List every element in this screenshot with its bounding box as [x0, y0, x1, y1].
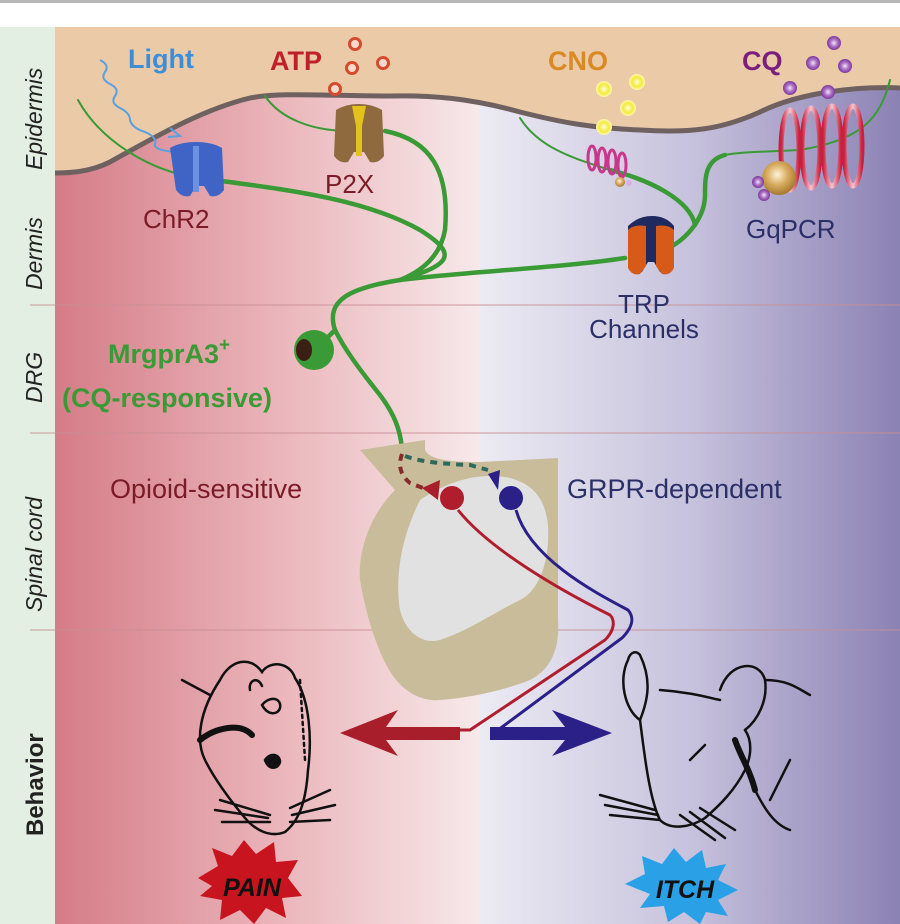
p2x-channel-icon: [334, 104, 384, 163]
nerve-terminal: [264, 95, 346, 132]
dreadd-receptor-icon: [586, 144, 628, 179]
row-label-behavior: Behavior: [22, 733, 49, 836]
pain-mouse-icon: [180, 660, 337, 836]
pain-arrow-icon: [340, 710, 460, 756]
pathway-opioid-sensitive-label: Opioid-sensitive: [110, 474, 302, 504]
stimulus-light-label: Light: [128, 44, 194, 74]
nerve-fiber: [382, 128, 448, 283]
g-protein-subunits-icon: [752, 176, 770, 201]
chr2-channel-icon: [170, 142, 224, 197]
cq-molecules-icon: [783, 36, 852, 99]
itch-projection-neuron: [499, 486, 523, 510]
light-arrowhead-icon: [167, 127, 183, 138]
central-axon: [332, 327, 405, 451]
pain-burst-icon: [198, 840, 302, 924]
nerve-fiber: [330, 255, 628, 333]
receptor-trp-label: TRP: [618, 289, 670, 319]
pain-projection-neuron: [440, 486, 464, 510]
nerve-fiber: [662, 152, 728, 253]
spinal-cord-inner-region: [398, 476, 549, 641]
mrgpra3-neuron: [77, 79, 891, 451]
row-label-spinal-cord: Spinal cord: [21, 496, 47, 612]
nerve-fiber: [607, 167, 698, 228]
drg-neuron-name: MrgprA3: [108, 339, 219, 369]
top-border: [0, 0, 900, 3]
drg-nucleus: [296, 339, 312, 361]
itch-mouse-icon: [598, 651, 812, 842]
receptor-chr2-label: ChR2: [143, 204, 209, 234]
outcome-itch-label: ITCH: [656, 876, 715, 904]
receptor-p2x-label: P2X: [325, 169, 374, 199]
g-protein-small-icon: [615, 177, 625, 187]
row-label-column: [0, 27, 55, 924]
drg-neuron-subtitle: (CQ-responsive): [62, 383, 272, 413]
trp-channel-icon: [628, 216, 674, 275]
synapse-itch-icon: [488, 470, 500, 490]
gqpcr-receptor-icon: [778, 103, 865, 193]
nerve-fiber: [197, 175, 447, 283]
pathway-grpr-dependent-label: GRPR-dependent: [567, 474, 782, 504]
afferent-terminal-itch: [404, 454, 489, 472]
outcome-pain-label: PAIN: [223, 874, 282, 902]
light-wave-icon: [99, 59, 176, 153]
drg-neuron-label: MrgprA3+: [108, 335, 230, 369]
itch-burst-icon: [625, 848, 738, 924]
itch-arrow-icon: [490, 710, 612, 756]
synapse-pain-icon: [422, 480, 440, 500]
receptor-gqpcr-label: GqPCR: [746, 214, 836, 244]
stimulus-cno-label: CNO: [548, 46, 608, 76]
g-protein-icon: [762, 161, 796, 195]
row-label-epidermis: Epidermis: [21, 67, 47, 170]
cno-molecules-icon: [596, 74, 645, 135]
row-label-dermis: Dermis: [21, 217, 47, 290]
receptor-channels-label: Channels: [589, 314, 699, 344]
skin-boundary-line: [55, 85, 900, 176]
afferent-terminal-pain: [398, 453, 429, 492]
pain-pathway-line: [360, 509, 615, 732]
drg-neuron-superscript: +: [219, 335, 230, 356]
row-label-drg: DRG: [21, 352, 47, 403]
atp-molecules-icon: [328, 37, 390, 96]
g-protein-subunit-icon: [626, 180, 632, 186]
stimulus-cq-label: CQ: [742, 46, 783, 76]
nerve-terminal: [724, 79, 891, 156]
itch-pathway-line: [493, 509, 634, 732]
stimulus-atp-label: ATP: [270, 46, 322, 76]
